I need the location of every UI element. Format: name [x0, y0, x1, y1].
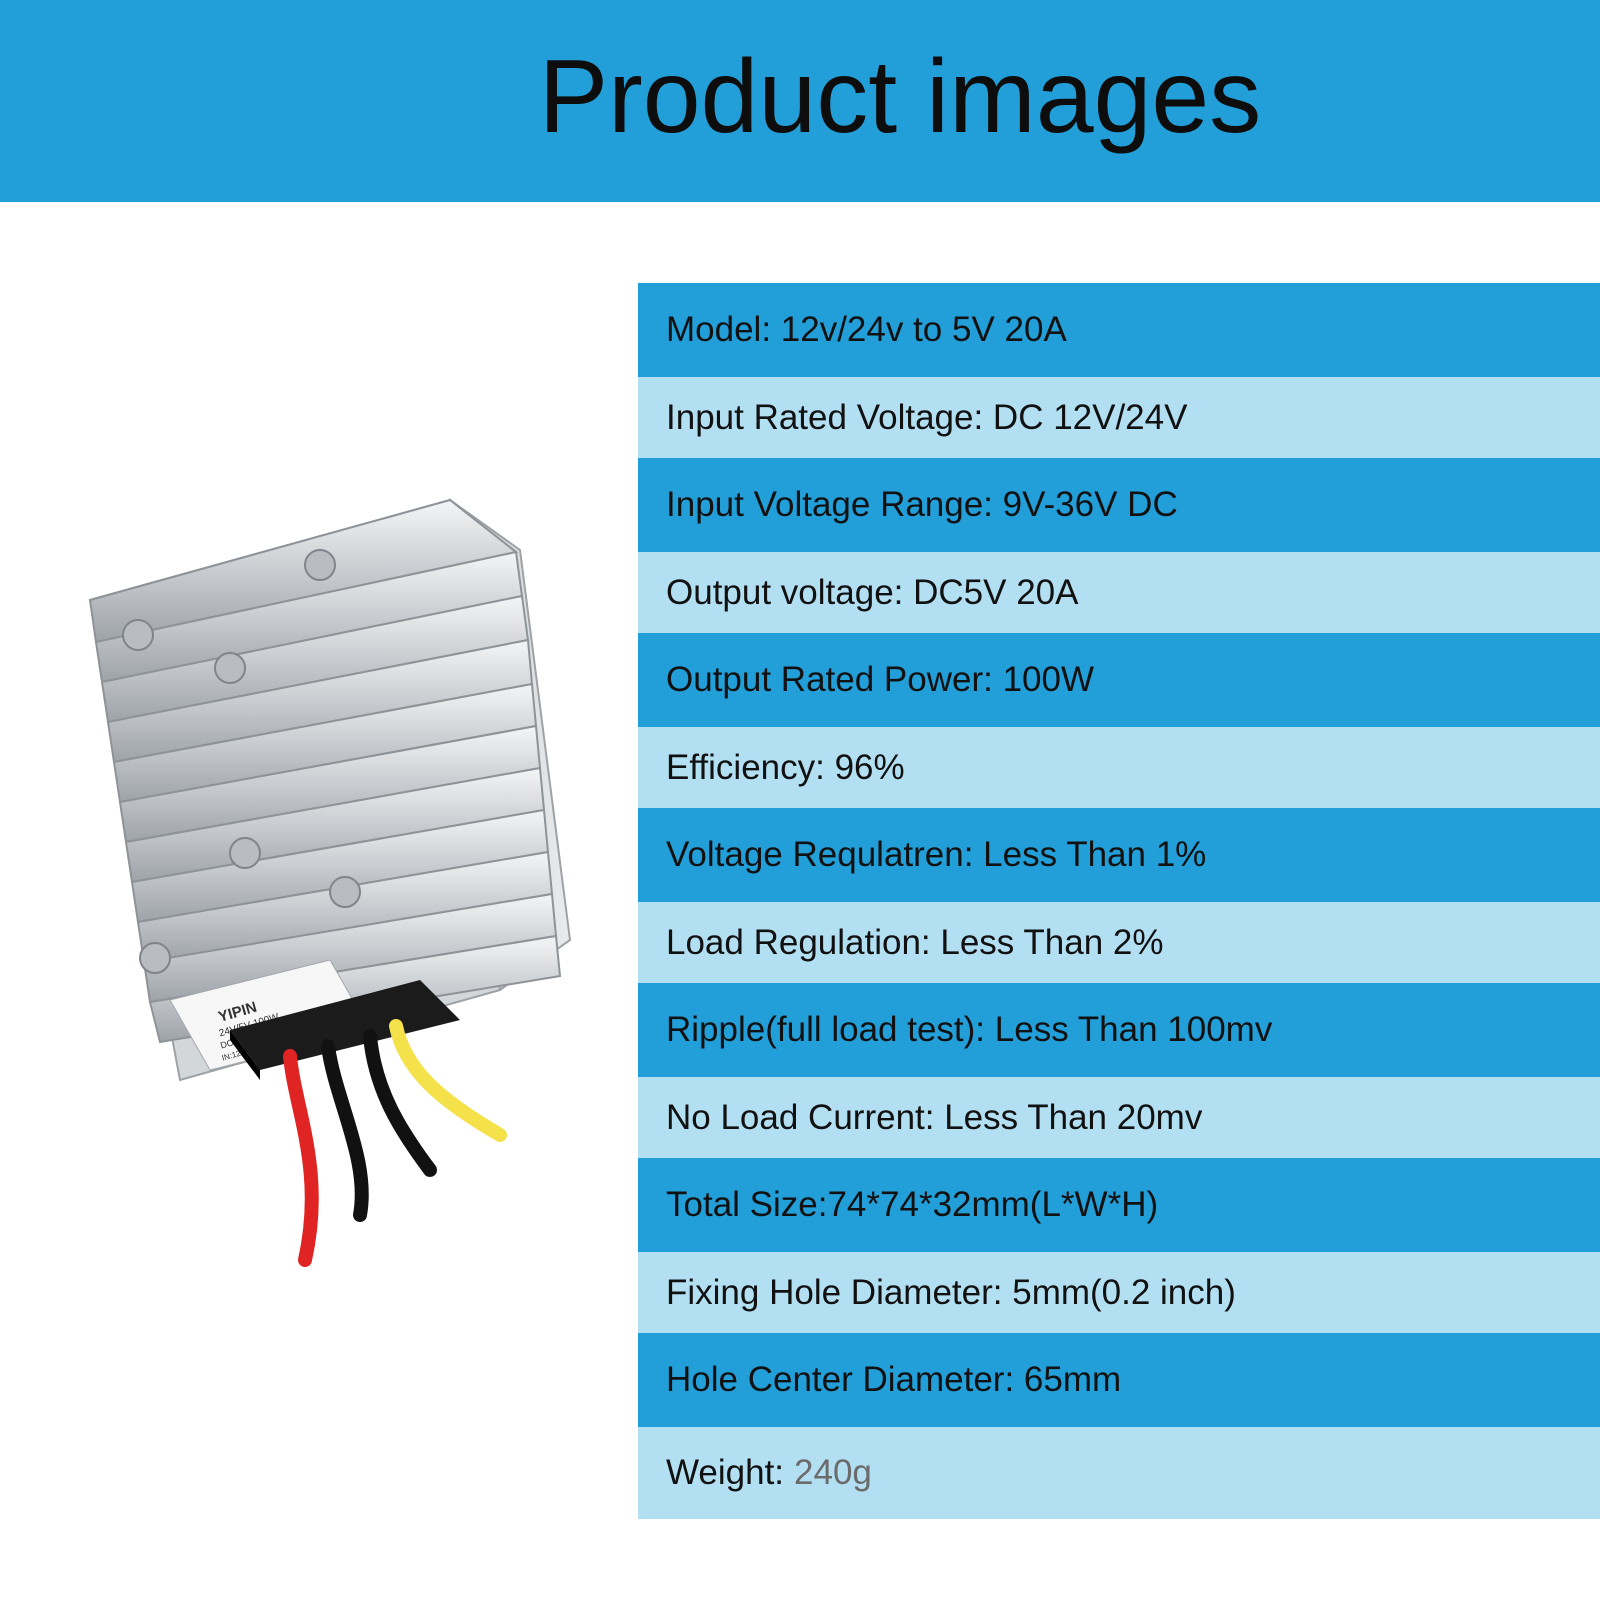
page-title: Product images [538, 39, 1262, 155]
spec-text: Total Size:74*74*32mm(L*W*H) [666, 1185, 1159, 1224]
spec-text: Voltage Requlatren: Less Than 1% [666, 835, 1207, 874]
spec-row-efficiency: Efficiency: 96% [638, 727, 1600, 808]
spec-row-output-rated-power: Output Rated Power: 100W [638, 633, 1600, 727]
spec-text: Hole Center Diameter: 65mm [666, 1360, 1122, 1399]
spec-text: Ripple(full load test): Less Than 100mv [666, 1010, 1273, 1049]
spec-row-hole-center: Hole Center Diameter: 65mm [638, 1333, 1600, 1427]
spec-text: Output Rated Power: 100W [666, 660, 1094, 699]
spec-text: Efficiency: 96% [666, 747, 905, 787]
spec-row-no-load-current: No Load Current: Less Than 20mv [638, 1077, 1600, 1158]
spec-value: 240g [794, 1453, 872, 1492]
spec-row-total-size: Total Size:74*74*32mm(L*W*H) [638, 1158, 1600, 1252]
spec-text: No Load Current: Less Than 20mv [666, 1097, 1203, 1137]
spec-row-output-voltage: Output voltage: DC5V 20A [638, 552, 1600, 633]
spec-row-ripple: Ripple(full load test): Less Than 100mv [638, 983, 1600, 1077]
product-image: YIPIN 24V/5V-100W DC/DC CONVERTER IN:12/… [70, 470, 610, 1300]
spec-row-fixing-hole: Fixing Hole Diameter: 5mm(0.2 inch) [638, 1252, 1600, 1333]
dc-converter-illustration: YIPIN 24V/5V-100W DC/DC CONVERTER IN:12/… [88, 498, 572, 1267]
header-banner: Product images [0, 0, 1600, 202]
spec-row-weight: Weight: 240g [638, 1427, 1600, 1519]
spec-table: Model: 12v/24v to 5V 20A Input Rated Vol… [638, 283, 1600, 1519]
spec-row-voltage-regulation: Voltage Requlatren: Less Than 1% [638, 808, 1600, 902]
spec-text: Output voltage: DC5V 20A [666, 572, 1079, 612]
spec-row-load-regulation: Load Regulation: Less Than 2% [638, 902, 1600, 983]
spec-text: Fixing Hole Diameter: 5mm(0.2 inch) [666, 1272, 1236, 1312]
spec-text: Input Rated Voltage: DC 12V/24V [666, 397, 1188, 437]
spec-row-input-rated-voltage: Input Rated Voltage: DC 12V/24V [638, 377, 1600, 458]
spec-text: Load Regulation: Less Than 2% [666, 922, 1164, 962]
spec-text: Model: 12v/24v to 5V 20A [666, 310, 1067, 349]
spec-text: Input Voltage Range: 9V-36V DC [666, 485, 1178, 524]
spec-row-model: Model: 12v/24v to 5V 20A [638, 283, 1600, 377]
spec-row-input-voltage-range: Input Voltage Range: 9V-36V DC [638, 458, 1600, 552]
spec-label: Weight: [666, 1453, 785, 1492]
